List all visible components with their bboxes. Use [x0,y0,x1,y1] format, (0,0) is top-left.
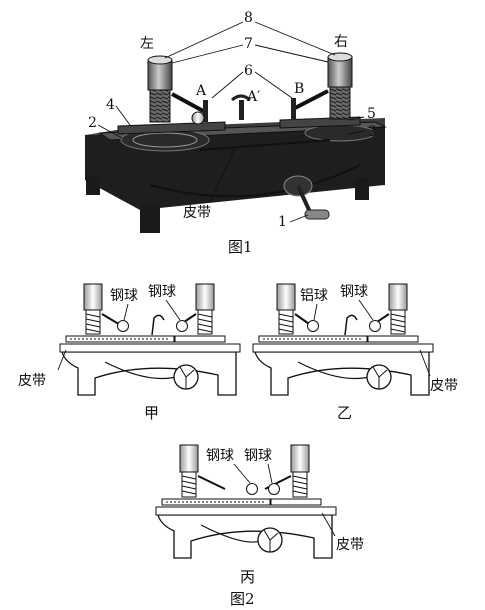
left-lever [171,92,206,114]
label-belt: 皮带 [430,378,458,394]
label-ball-right: 钢球 [244,448,272,464]
right-sleeve [195,283,215,311]
label-3: 3 [368,124,377,140]
label-right: 右 [334,34,348,50]
label-ball-right: 钢球 [340,284,368,300]
right-sleeve [388,283,408,311]
right-sleeve [327,56,353,88]
label-a-prime: A′ [246,89,260,105]
figure-2-caption: 图2 [230,590,255,608]
figure-1-caption: 图1 [228,238,253,256]
caption-yi: 乙 [337,404,352,422]
ball [191,111,205,125]
label-2: 2 [88,115,97,131]
label-belt: 皮带 [18,373,46,389]
label-ball-right: 钢球 [148,284,176,300]
label-belt: 皮带 [183,205,211,221]
base-leg [140,205,160,233]
right-lever [294,89,329,110]
steel-ball [369,320,381,332]
figure-1: 左 右 8 7 6 A A′ B 4 5 2 3 1 皮带 图1 [85,10,387,256]
label-ball-left: 钢球 [206,448,234,464]
figure-2-bing: 钢球 钢球 皮带 丙 [155,444,364,586]
steel-ball-left [117,320,129,332]
base-plate [59,343,241,353]
aluminum-ball [307,320,319,332]
label-5: 5 [367,106,376,122]
label-b: B [294,81,304,97]
left-sleeve [83,283,103,311]
left-spring [149,89,171,123]
label-a: A [195,83,207,99]
label-8: 8 [244,10,253,26]
label-left: 左 [140,36,154,52]
label-ball-left: 铝球 [300,288,328,304]
figure-2-jia: 钢球 钢球 皮带 甲 [18,283,241,422]
base-leg [86,175,100,195]
baffle-b [291,98,296,120]
label-1: 1 [278,214,287,230]
baffle-a [203,100,208,122]
left-sleeve [276,283,296,311]
right-pulley [304,124,376,142]
base-plate [252,343,434,353]
base-plate [155,506,337,516]
steel-ball-right [268,483,280,495]
belt [199,139,331,151]
label-4: 4 [106,97,115,113]
steel-ball-left [246,483,258,495]
label-belt: 皮带 [336,537,364,553]
crank-handle [304,209,330,220]
figure-2-yi: 铝球 钢球 皮带 乙 [252,283,458,422]
right-sleeve [290,444,310,473]
long-groove [117,121,226,135]
base-leg [355,178,369,200]
caption-jia: 甲 [144,404,159,422]
label-ball-left: 钢球 [110,288,138,304]
baffle-a-prime [239,100,244,120]
label-6: 6 [244,63,253,79]
left-sleeve [179,444,199,473]
label-7: 7 [244,36,253,52]
right-spring [329,86,351,120]
caption-bing: 丙 [240,568,255,586]
steel-ball-right [176,320,188,332]
